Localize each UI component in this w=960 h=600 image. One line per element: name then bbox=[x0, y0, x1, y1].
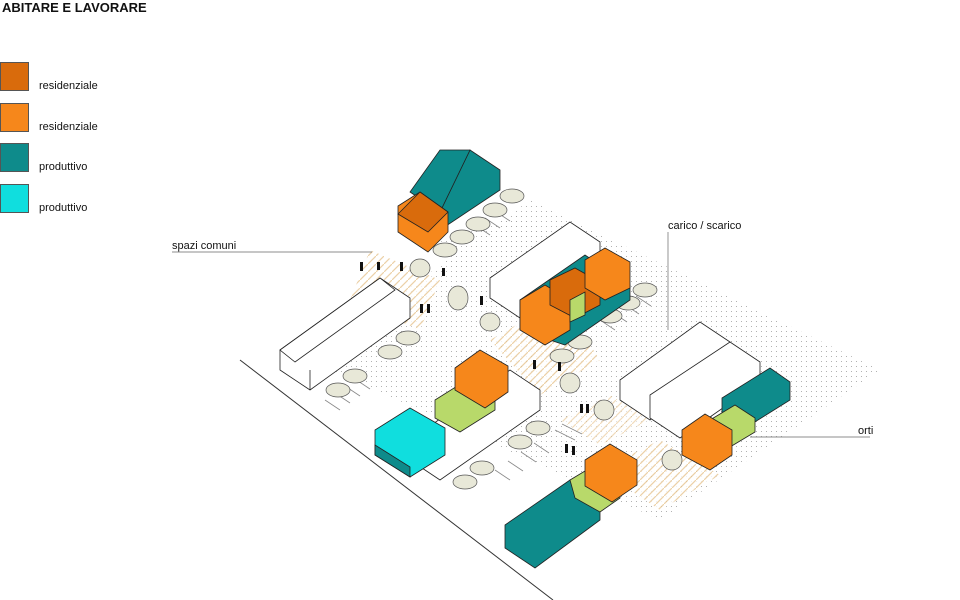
legend-swatch bbox=[0, 62, 29, 91]
building-f bbox=[504, 443, 638, 569]
legend-swatch bbox=[0, 143, 29, 172]
legend-label: produttivo bbox=[39, 161, 88, 173]
legend-item-residenziale-dark: residenziale bbox=[0, 62, 200, 102]
legend-label: residenziale bbox=[39, 80, 98, 92]
legend-item-produttivo-light: produttivo bbox=[0, 184, 200, 224]
legend-swatch bbox=[0, 184, 29, 213]
legend-label: residenziale bbox=[39, 121, 98, 133]
building-d bbox=[374, 349, 541, 481]
people-figures bbox=[360, 262, 595, 455]
site-edge-line bbox=[239, 359, 554, 600]
building-c bbox=[489, 221, 631, 346]
callout-orti: orti bbox=[858, 425, 874, 437]
diagram-title: ABITARE E LAVORARE bbox=[2, 0, 147, 15]
legend-label: produttivo bbox=[39, 202, 88, 214]
callout-carico-scarico: carico / scarico bbox=[668, 220, 742, 232]
legend-item-residenziale-light: residenziale bbox=[0, 103, 200, 143]
building-e bbox=[619, 321, 791, 471]
legend-item-produttivo-dark: produttivo bbox=[0, 143, 200, 183]
building-b bbox=[279, 277, 411, 391]
callout-spazi-comuni: spazi comuni bbox=[172, 240, 237, 252]
legend-swatch bbox=[0, 103, 29, 132]
building-a bbox=[397, 149, 501, 253]
